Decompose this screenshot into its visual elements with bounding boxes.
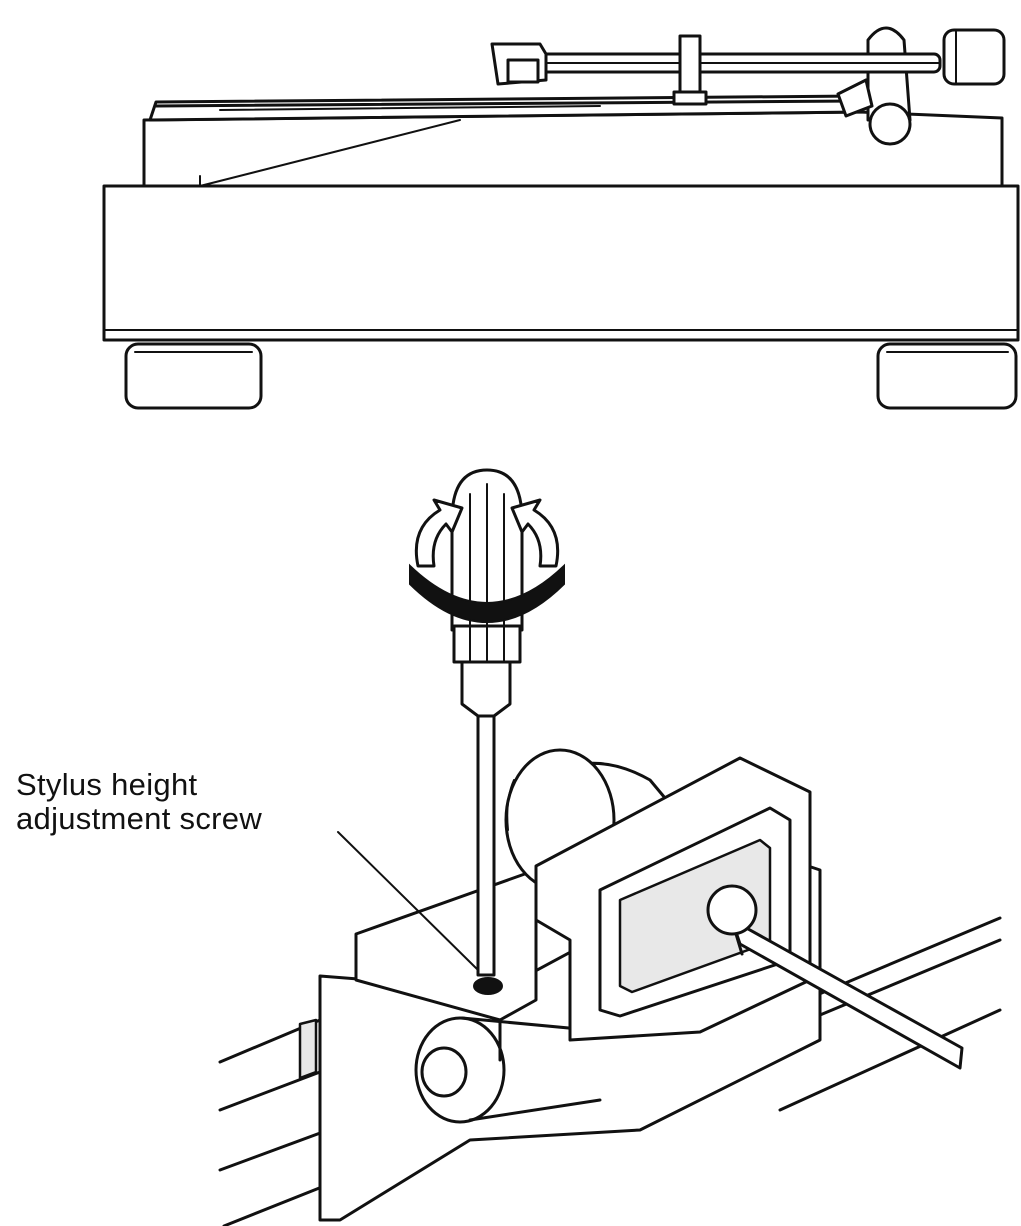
- counterweight: [942, 28, 1006, 86]
- callout-leader: [337, 831, 479, 971]
- screwdriver: [450, 468, 524, 977]
- turntable-plinth: [142, 110, 1004, 188]
- adjustment-screw: [473, 977, 503, 995]
- left-foot: [124, 342, 263, 410]
- tonearm-pillar: [866, 26, 912, 122]
- callout-line-2: adjustment screw: [16, 801, 263, 836]
- tonearm-closeup: [218, 468, 1002, 1226]
- turntable-side-view: [102, 26, 1020, 410]
- callout-line-1: Stylus height: [16, 767, 198, 802]
- stylus-height-callout: Stylus height adjustment screw: [16, 768, 262, 836]
- rotation-arrows-icon: [409, 498, 565, 623]
- right-foot: [876, 342, 1018, 410]
- turntable-base: [102, 184, 1020, 342]
